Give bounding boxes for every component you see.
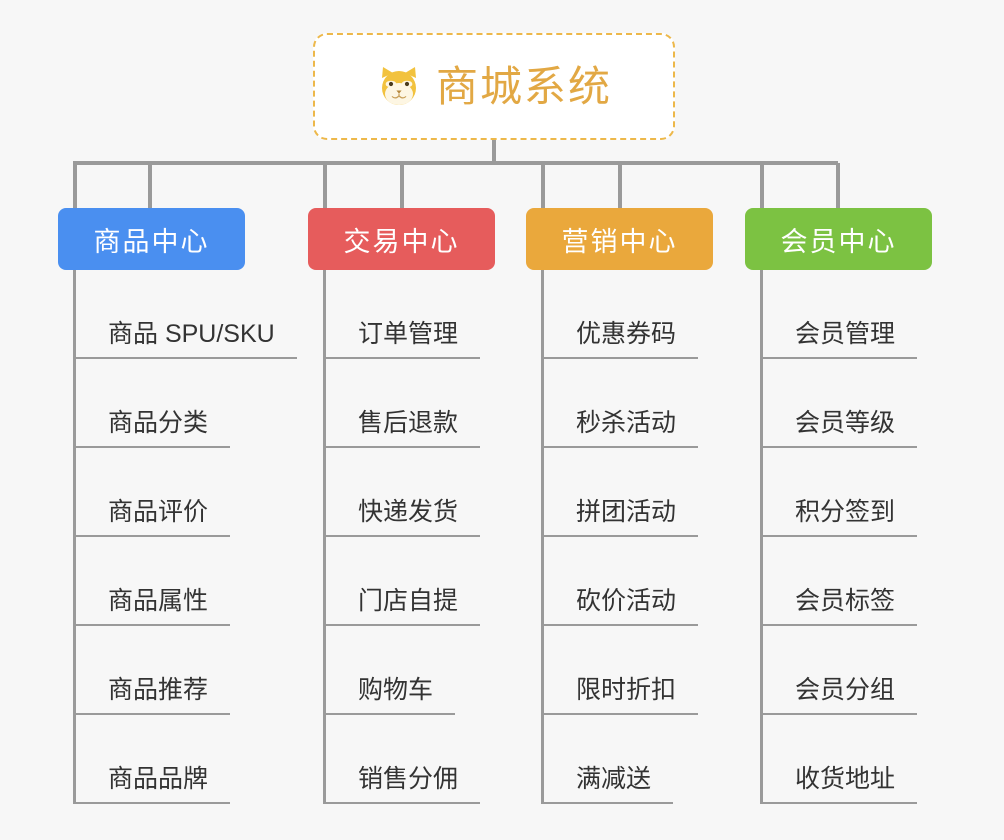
list-item[interactable]: 优惠券码: [544, 270, 699, 359]
list-item[interactable]: 会员标签: [763, 537, 918, 626]
list-item[interactable]: 商品分类: [76, 359, 297, 448]
list-item[interactable]: 销售分佣: [326, 715, 481, 804]
shiba-dog-face-icon: [376, 64, 422, 110]
leaf-label: 会员管理: [763, 322, 918, 359]
list-item[interactable]: 满减送: [544, 715, 698, 804]
leaf-label: 门店自提: [326, 589, 481, 626]
leaf-label: 收货地址: [763, 767, 918, 804]
list-item[interactable]: 商品推荐: [76, 626, 297, 715]
leaf-list-2: 优惠券码 秒杀活动 拼团活动 砍价活动 限时折扣 满减送: [541, 270, 699, 804]
list-item[interactable]: 秒杀活动: [544, 359, 699, 448]
list-item[interactable]: 购物车: [326, 626, 480, 715]
leaf-label: 会员等级: [763, 411, 918, 448]
leaf-label: 商品评价: [76, 500, 231, 537]
leaf-label: 购物车: [326, 678, 456, 715]
leaf-label: 积分签到: [763, 500, 918, 537]
branch-column-3: 会员中心: [745, 208, 932, 270]
list-item[interactable]: 商品 SPU/SKU: [76, 270, 297, 359]
list-item[interactable]: 砍价活动: [544, 537, 699, 626]
list-item[interactable]: 拼团活动: [544, 448, 699, 537]
leaf-list-0: 商品 SPU/SKU 商品分类 商品评价 商品属性 商品推荐 商品品牌: [73, 270, 297, 804]
leaf-label: 砍价活动: [544, 589, 699, 626]
leaf-label: 限时折扣: [544, 678, 699, 715]
list-item[interactable]: 收货地址: [763, 715, 918, 804]
list-item[interactable]: 积分签到: [763, 448, 918, 537]
leaf-label: 商品分类: [76, 411, 231, 448]
leaf-label: 商品 SPU/SKU: [76, 322, 297, 359]
leaf-label: 满减送: [544, 767, 674, 804]
branch-header-1[interactable]: 交易中心: [308, 208, 495, 270]
list-item[interactable]: 快递发货: [326, 448, 481, 537]
leaf-label: 秒杀活动: [544, 411, 699, 448]
list-item[interactable]: 会员管理: [763, 270, 918, 359]
leaf-label: 销售分佣: [326, 767, 481, 804]
leaf-label: 商品品牌: [76, 767, 231, 804]
list-item[interactable]: 会员等级: [763, 359, 918, 448]
root-title: 商城系统: [435, 62, 612, 110]
leaf-label: 会员分组: [763, 678, 918, 715]
branch-header-2[interactable]: 营销中心: [526, 208, 713, 270]
branch-column-0: 商品中心: [58, 208, 245, 270]
leaf-label: 快递发货: [326, 500, 481, 537]
branch-column-2: 营销中心: [526, 208, 713, 270]
list-item[interactable]: 商品属性: [76, 537, 297, 626]
list-item[interactable]: 商品评价: [76, 448, 297, 537]
leaf-label: 商品属性: [76, 589, 231, 626]
branch-header-0[interactable]: 商品中心: [58, 208, 245, 270]
leaf-label: 会员标签: [763, 589, 918, 626]
list-item[interactable]: 会员分组: [763, 626, 918, 715]
leaf-label: 拼团活动: [544, 500, 699, 537]
list-item[interactable]: 订单管理: [326, 270, 481, 359]
leaf-label: 售后退款: [326, 411, 481, 448]
leaf-label: 订单管理: [326, 322, 481, 359]
leaf-list-3: 会员管理 会员等级 积分签到 会员标签 会员分组 收货地址: [760, 270, 918, 804]
list-item[interactable]: 商品品牌: [76, 715, 297, 804]
leaf-label: 优惠券码: [544, 322, 699, 359]
leaf-list-1: 订单管理 售后退款 快递发货 门店自提 购物车 销售分佣: [323, 270, 481, 804]
list-item[interactable]: 限时折扣: [544, 626, 699, 715]
branch-column-1: 交易中心: [308, 208, 495, 270]
list-item[interactable]: 售后退款: [326, 359, 481, 448]
list-item[interactable]: 门店自提: [326, 537, 481, 626]
root-node[interactable]: 商城系统: [313, 33, 675, 140]
leaf-label: 商品推荐: [76, 678, 231, 715]
branch-header-3[interactable]: 会员中心: [745, 208, 932, 270]
